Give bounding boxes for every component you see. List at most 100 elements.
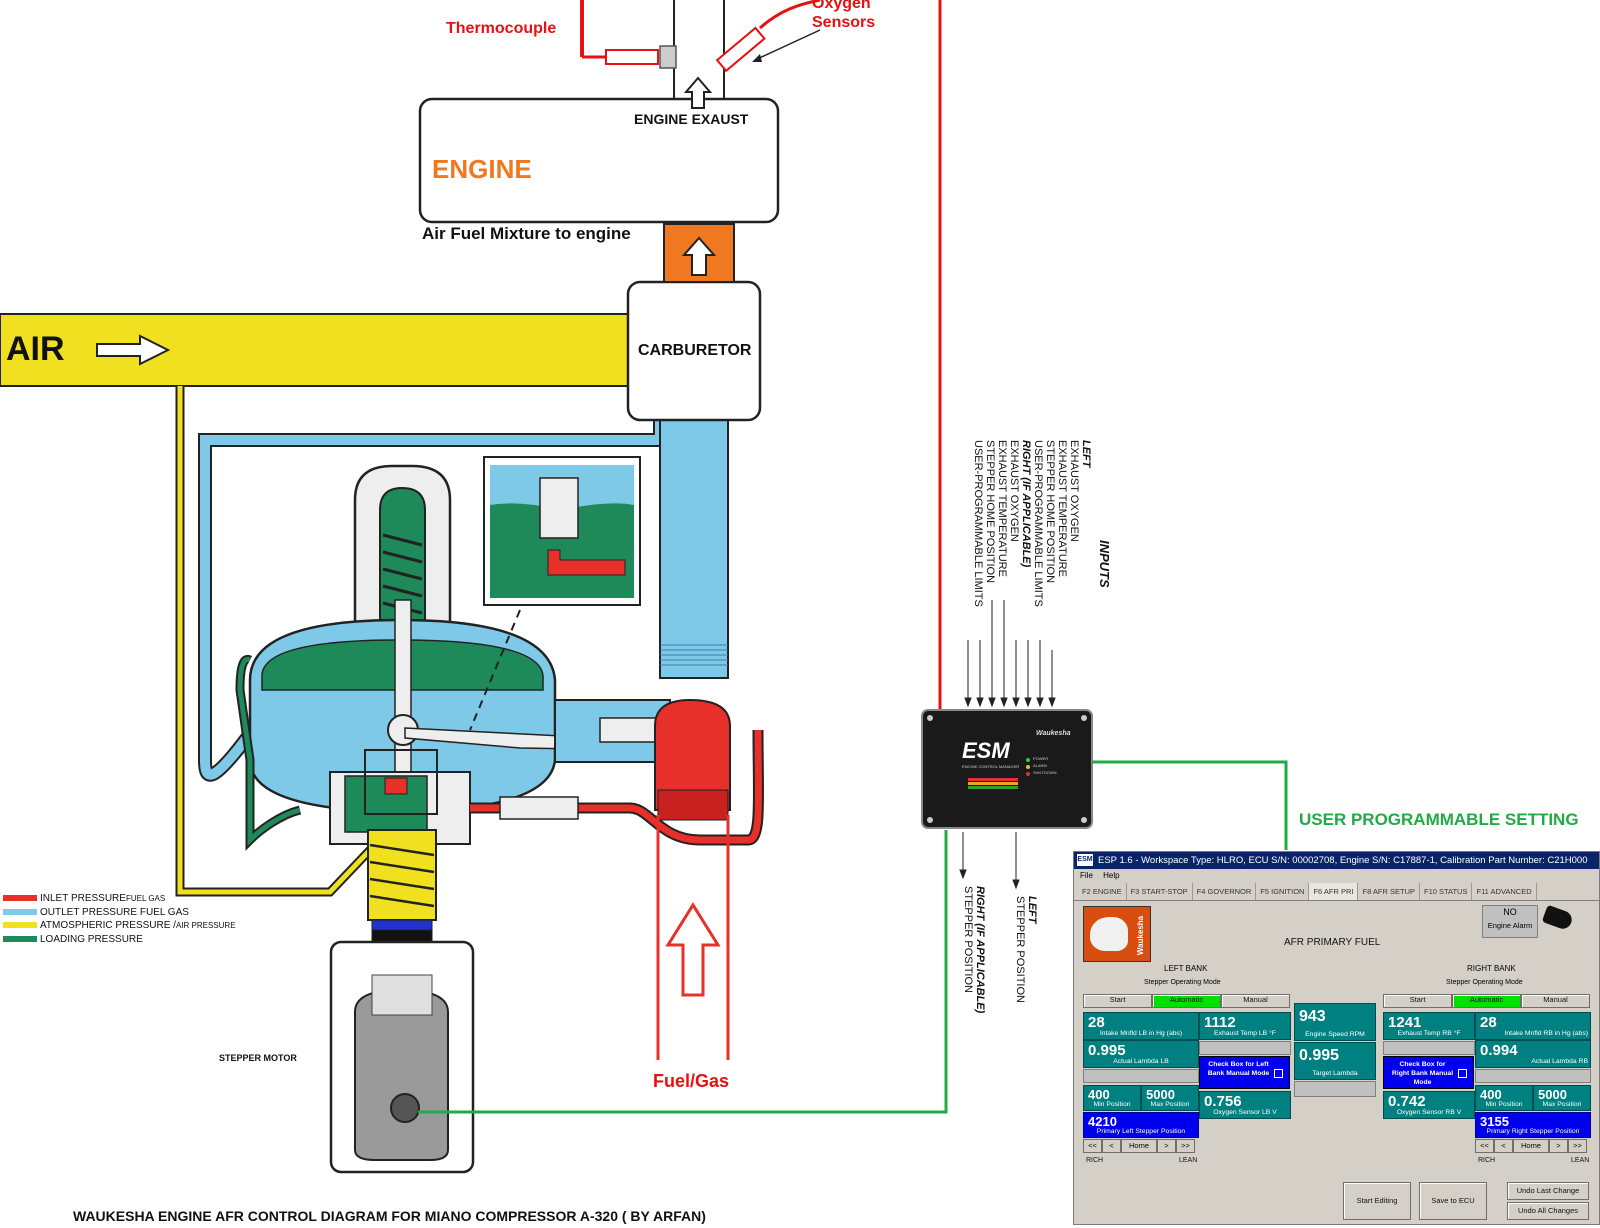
right-bank-title: RIGHT BANK bbox=[1467, 964, 1516, 973]
right-nav-last[interactable]: >> bbox=[1568, 1139, 1587, 1153]
air-duct bbox=[0, 313, 633, 387]
legend-outlet: OUTLET PRESSURE FUEL GAS bbox=[40, 907, 189, 918]
carburetor-label: CARBURETOR bbox=[638, 342, 752, 359]
tab-ignition[interactable]: F5 IGNITION bbox=[1256, 883, 1310, 900]
thermocouple-label: Thermocouple bbox=[446, 20, 557, 37]
esm-logo: ESM bbox=[962, 738, 1010, 763]
thermocouple-sensor bbox=[582, 45, 677, 69]
inputs-left-heading: LEFT bbox=[1080, 440, 1092, 468]
esm-led-alarm: ALARM bbox=[1033, 763, 1047, 768]
center-blank-field bbox=[1294, 1081, 1376, 1097]
left-blank-field bbox=[1083, 1069, 1199, 1083]
inputs-right-item: EXHAUST TEMPERATURE bbox=[996, 440, 1008, 577]
esp-title: ESP 1.6 - Workspace Type: HLRO, ECU S/N:… bbox=[1098, 855, 1588, 866]
left-nav-prev[interactable]: < bbox=[1102, 1139, 1121, 1153]
right-nav-home[interactable]: Home bbox=[1513, 1139, 1549, 1153]
inputs-right-item: STEPPER HOME POSITION bbox=[984, 440, 996, 584]
tab-advanced[interactable]: F11 ADVANCED bbox=[1472, 883, 1537, 900]
stepper-motor-label: STEPPER MOTOR bbox=[219, 1053, 297, 1063]
plug-icon bbox=[1541, 904, 1575, 932]
right-nav-first[interactable]: << bbox=[1475, 1139, 1494, 1153]
fuel-inlet bbox=[470, 698, 765, 1060]
menu-help[interactable]: Help bbox=[1103, 871, 1120, 880]
left-blank-field-2 bbox=[1199, 1041, 1291, 1055]
output-left-label: LEFT STEPPER POSITION bbox=[1014, 896, 1038, 1003]
right-start-button[interactable]: Start bbox=[1383, 994, 1452, 1008]
stepper-motor bbox=[329, 940, 475, 1174]
left-rich-label: RICH bbox=[1086, 1157, 1104, 1164]
tab-engine[interactable]: F2 ENGINE bbox=[1078, 883, 1127, 900]
air-fuel-mixture-label: Air Fuel Mixture to engine bbox=[422, 224, 631, 243]
left-automatic-button[interactable]: Automatic bbox=[1152, 994, 1221, 1008]
checkbox-icon bbox=[1458, 1069, 1467, 1078]
left-lean-label: LEAN bbox=[1179, 1157, 1198, 1164]
tab-afr-setup[interactable]: F8 AFR SETUP bbox=[1358, 883, 1420, 900]
inputs-right-heading: RIGHT (IF APPLICABLE) bbox=[1020, 440, 1032, 568]
left-start-button[interactable]: Start bbox=[1083, 994, 1152, 1008]
inputs-left-item: STEPPER HOME POSITION bbox=[1044, 440, 1056, 584]
horse-icon bbox=[1090, 917, 1128, 951]
output-arrows bbox=[959, 832, 1020, 890]
waukesha-brand-text: Waukesha bbox=[1135, 915, 1145, 956]
inputs-heading: INPUTS bbox=[1097, 540, 1112, 588]
legend-inlet: INLET PRESSUREFUEL GAS bbox=[40, 893, 166, 904]
esm-unit bbox=[921, 709, 1093, 829]
start-editing-button[interactable]: Start Editing bbox=[1343, 1182, 1411, 1220]
undo-last-change-button[interactable]: Undo Last Change bbox=[1507, 1182, 1589, 1200]
legend-atmospheric: ATMOSPHERIC PRESSURE /AIR PRESSURE bbox=[40, 920, 236, 931]
undo-all-changes-button[interactable]: Undo All Changes bbox=[1507, 1202, 1589, 1220]
esm-led-shutdown: SHUTDOWN bbox=[1033, 770, 1057, 775]
save-to-ecu-button[interactable]: Save to ECU bbox=[1419, 1182, 1487, 1220]
inputs-left-item: EXHAUST TEMPERATURE bbox=[1056, 440, 1068, 577]
right-nav-prev[interactable]: < bbox=[1494, 1139, 1513, 1153]
checkbox-icon bbox=[1274, 1069, 1283, 1078]
mixture-arrow-icon bbox=[681, 236, 717, 276]
esm-brand: Waukesha bbox=[1036, 730, 1071, 737]
oxygen-sensors-label-2: Sensors bbox=[812, 14, 876, 31]
user-programmable-setting-label: USER PROGRAMMABLE SETTING bbox=[1299, 810, 1579, 829]
left-nav-next[interactable]: > bbox=[1157, 1139, 1176, 1153]
esp-window: ESM ESP 1.6 - Workspace Type: HLRO, ECU … bbox=[1073, 851, 1600, 1225]
right-manual-button[interactable]: Manual bbox=[1521, 994, 1590, 1008]
right-automatic-button[interactable]: Automatic bbox=[1452, 994, 1521, 1008]
air-label: AIR bbox=[6, 330, 65, 368]
oxygen-sensors-label-1: Oxygen bbox=[812, 0, 871, 12]
oxygen-sensor bbox=[715, 26, 766, 73]
afr-page-title: AFR PRIMARY FUEL bbox=[1284, 937, 1381, 948]
left-nav-home[interactable]: Home bbox=[1121, 1139, 1157, 1153]
tab-afr-pri[interactable]: F6 AFR PRI bbox=[1309, 883, 1359, 900]
menu-file[interactable]: File bbox=[1080, 871, 1093, 880]
tab-start-stop[interactable]: F3 START-STOP bbox=[1127, 883, 1193, 900]
waukesha-logo: Waukesha bbox=[1083, 906, 1151, 962]
left-manual-checkbox[interactable]: Check Box for Left Bank Manual Mode bbox=[1199, 1056, 1290, 1089]
right-manual-checkbox[interactable]: Check Box for Right Bank Manual Mode bbox=[1383, 1056, 1474, 1089]
inputs-block: LEFT EXHAUST OXYGEN EXHAUST TEMPERATURE … bbox=[972, 440, 1112, 640]
left-nav-last[interactable]: >> bbox=[1176, 1139, 1195, 1153]
inputs-right-item: USER-PROGRAMMABLE LIMITS bbox=[972, 440, 984, 607]
engine-alarm-indicator: NO Engine Alarm bbox=[1482, 905, 1538, 938]
engine-box bbox=[418, 97, 780, 224]
right-blank-field bbox=[1475, 1069, 1591, 1083]
left-nav-first[interactable]: << bbox=[1083, 1139, 1102, 1153]
output-right-label: RIGHT (IF APPLICABLE) STEPPER POSITION bbox=[962, 886, 986, 1014]
left-bank-title: LEFT BANK bbox=[1164, 964, 1208, 973]
right-blank-field-2 bbox=[1383, 1041, 1475, 1055]
inputs-left-item: USER-PROGRAMMABLE LIMITS bbox=[1032, 440, 1044, 607]
tab-status[interactable]: F10 STATUS bbox=[1420, 883, 1473, 900]
legend bbox=[3, 895, 37, 942]
right-lean-label: LEAN bbox=[1571, 1157, 1590, 1164]
left-manual-button[interactable]: Manual bbox=[1221, 994, 1290, 1008]
right-nav-next[interactable]: > bbox=[1549, 1139, 1568, 1153]
input-arrows bbox=[964, 600, 1056, 708]
tab-governor[interactable]: F4 GOVERNOR bbox=[1193, 883, 1257, 900]
esm-subtitle: ENGINE CONTROL MANAGER bbox=[962, 764, 1020, 769]
